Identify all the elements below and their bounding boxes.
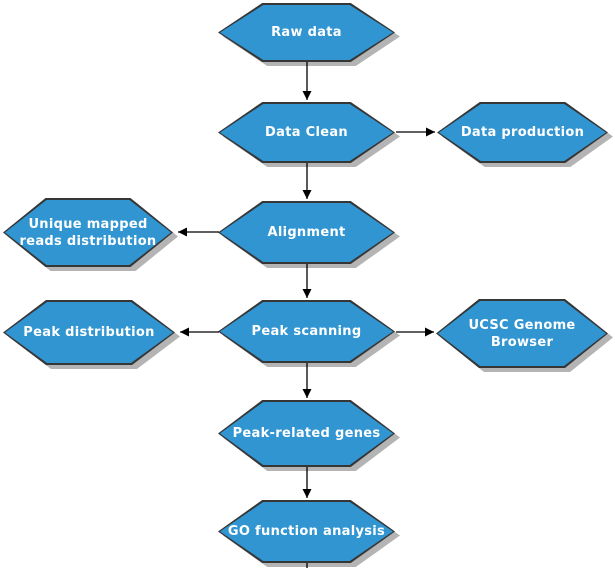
hexagon-shape bbox=[218, 102, 395, 163]
node-peak-related-genes: Peak-related genes bbox=[218, 400, 400, 471]
node-raw-data: Raw data bbox=[218, 3, 400, 66]
node-label-peak-related-genes: Peak-related genes bbox=[232, 426, 381, 441]
hexagon-fill bbox=[438, 301, 606, 366]
node-peak-scanning: Peak scanning bbox=[218, 300, 400, 367]
node-go-function-analysis: GO function analysis bbox=[218, 500, 400, 567]
node-peak-distribution: Peak distribution bbox=[3, 300, 180, 369]
node-label-raw-data: Raw data bbox=[271, 25, 342, 40]
node-data-production: Data production bbox=[437, 102, 613, 167]
hexagon-shape bbox=[218, 300, 395, 363]
node-ucsc-genome-browser: UCSC Genome Browser bbox=[436, 299, 613, 372]
node-label-ucsc: UCSC Genome Browser bbox=[468, 317, 576, 350]
node-unique-mapped-reads-distribution: Unique mapped reads distribution bbox=[3, 198, 178, 271]
node-data-clean: Data Clean bbox=[218, 102, 400, 167]
node-label-go-function: GO function analysis bbox=[227, 524, 386, 539]
hexagon-shape bbox=[218, 500, 395, 563]
node-label-peak-distribution: Peak distribution bbox=[23, 325, 155, 340]
hexagon-shape bbox=[218, 201, 395, 264]
node-alignment: Alignment bbox=[218, 201, 400, 268]
node-label-data-production: Data production bbox=[460, 125, 585, 140]
node-label-unique-mapped: Unique mapped reads distribution bbox=[19, 216, 157, 249]
hexagon-fill bbox=[220, 302, 393, 361]
hexagon-shape bbox=[3, 300, 175, 365]
node-label-data-clean: Data Clean bbox=[265, 125, 348, 140]
node-label-peak-scanning: Peak scanning bbox=[251, 324, 362, 339]
node-label-alignment: Alignment bbox=[267, 225, 346, 240]
